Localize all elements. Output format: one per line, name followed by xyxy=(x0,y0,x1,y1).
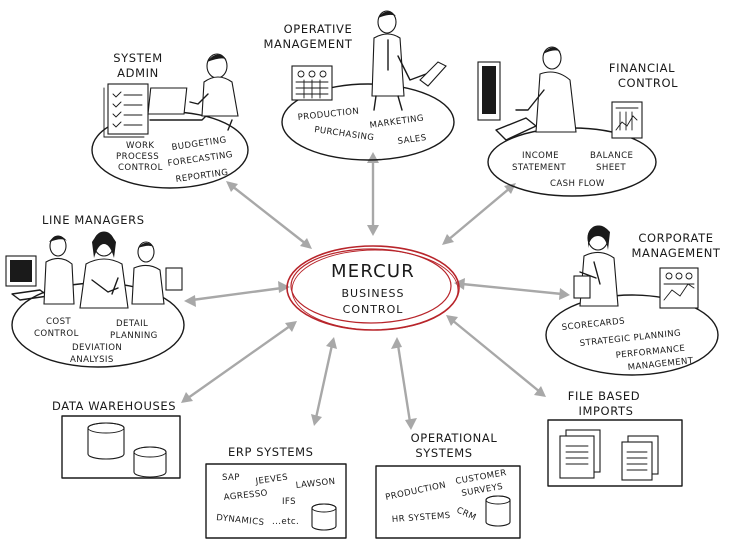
arrow-financial-control xyxy=(442,183,516,245)
line-managers-people-icon xyxy=(5,231,183,309)
line-managers-label-control: CONTROL xyxy=(34,329,79,339)
arrow-operative-management xyxy=(367,152,379,236)
node-operative-management: OPERATIVE MANAGEMENT PRODUCTION MARKETIN… xyxy=(263,10,455,161)
node-financial-control: FINANCIAL CONTROL INCOME STATEMENT BALAN… xyxy=(477,46,678,197)
operational-systems-title-line2: SYSTEMS xyxy=(415,446,472,460)
line-managers-label-analysis: ANALYSIS xyxy=(70,355,114,365)
monitor-icon xyxy=(477,61,537,141)
document-stack-icon xyxy=(559,429,601,479)
line-managers-label-cost: COST xyxy=(46,317,71,327)
erp-systems-box xyxy=(205,463,347,539)
center-ring-sketch xyxy=(291,249,459,331)
operational-systems-box xyxy=(375,465,521,539)
financial-control-label-balance: BALANCE xyxy=(590,151,633,161)
erp-systems-label-sap: SAP xyxy=(222,473,240,483)
corporate-management-label-scorecards: SCORECARDS xyxy=(561,316,625,333)
file-based-imports-title-line1: FILE BASED xyxy=(568,389,641,403)
operative-management-label-production: PRODUCTION xyxy=(297,107,360,123)
system-admin-label-process: PROCESS xyxy=(116,152,159,162)
node-line-managers: LINE MANAGERS COST CONTROL DETAIL PLANNI… xyxy=(5,213,185,368)
operational-systems-label-hr-systems: HR SYSTEMS xyxy=(392,511,451,525)
line-managers-label-detail: DETAIL xyxy=(116,319,148,329)
chart-document-icon xyxy=(611,101,643,139)
financial-control-label-statement: STATEMENT xyxy=(512,163,566,173)
center-line1: BUSINESS xyxy=(342,287,405,300)
database-icon xyxy=(87,422,125,460)
finance-person-icon xyxy=(515,46,577,133)
system-admin-label-budgeting: BUDGETING xyxy=(171,135,227,153)
operative-management-title-line2: MANAGEMENT xyxy=(263,37,352,51)
system-admin-label-work: WORK xyxy=(126,141,154,151)
center-title: MERCUR xyxy=(331,261,415,282)
operative-management-label-sales: SALES xyxy=(397,133,427,147)
data-warehouses-box xyxy=(61,415,181,479)
arrow-file-based-imports xyxy=(446,315,546,397)
system-admin-label-reporting: REPORTING xyxy=(175,168,229,185)
connector-arrows xyxy=(181,152,570,430)
financial-control-label-cash-flow: CASH FLOW xyxy=(550,179,605,189)
file-based-imports-box xyxy=(547,419,683,487)
financial-control-title-line2: CONTROL xyxy=(618,76,678,90)
arrow-operational-systems xyxy=(391,337,417,430)
corporate-person-icon xyxy=(573,225,619,307)
operative-management-title-line1: OPERATIVE xyxy=(284,22,353,36)
node-corporate-management: CORPORATE MANAGEMENT SCORECARDS STRATEGI… xyxy=(545,225,720,376)
arrow-line-managers xyxy=(184,281,290,307)
center-node: MERCUR BUSINESS CONTROL xyxy=(286,245,460,331)
system-admin-label-forecasting: FORECASTING xyxy=(167,150,233,169)
line-managers-label-planning: PLANNING xyxy=(110,331,158,341)
arrow-data-warehouses xyxy=(181,321,297,403)
operative-management-label-purchasing: PURCHASING xyxy=(314,125,375,143)
financial-control-label-sheet: SHEET xyxy=(596,163,626,173)
erp-systems-label-agresso: AGRESSO xyxy=(223,488,268,503)
center-line2: CONTROL xyxy=(343,303,404,316)
erp-systems-label-etc: ...etc. xyxy=(272,517,299,527)
node-system-admin: SYSTEM ADMIN WORK PROCESS CONTROL BUDGET… xyxy=(91,51,249,189)
node-file-based-imports: FILE BASED IMPORTS xyxy=(547,389,683,487)
erp-systems-label-lawson: LAWSON xyxy=(295,477,336,491)
data-warehouses-title: DATA WAREHOUSES xyxy=(52,399,176,413)
admin-person-icon xyxy=(147,53,239,131)
arrow-system-admin xyxy=(226,181,312,249)
erp-systems-label-jeeves: JEEVES xyxy=(254,473,289,488)
erp-systems-label-ifs: IFS xyxy=(282,497,296,507)
financial-control-label-income: INCOME xyxy=(522,151,559,161)
system-admin-title-line2: ADMIN xyxy=(117,66,159,80)
node-operational-systems: OPERATIONAL SYSTEMS PRODUCTION CUSTOMER … xyxy=(375,431,521,539)
arrow-erp-systems xyxy=(311,337,337,426)
operative-management-platform xyxy=(281,83,455,161)
file-based-imports-title-line2: IMPORTS xyxy=(579,404,634,418)
corporate-management-platform xyxy=(545,294,719,376)
erp-systems-title: ERP SYSTEMS xyxy=(228,445,314,459)
system-admin-title-line1: SYSTEM xyxy=(113,51,162,65)
operational-systems-label-production: PRODUCTION xyxy=(385,480,448,503)
line-managers-label-deviation: DEVIATION xyxy=(72,343,122,353)
financial-control-title-line1: FINANCIAL xyxy=(609,61,675,75)
calendar-icon xyxy=(291,65,333,101)
checklist-icon xyxy=(103,83,149,138)
operational-systems-label-crm: CRM xyxy=(455,506,478,524)
center-ring-inner xyxy=(290,248,452,324)
node-erp-systems: ERP SYSTEMS SAP JEEVES LAWSON AGRESSO IF… xyxy=(205,445,347,539)
scorecard-chart-icon xyxy=(659,267,699,309)
system-admin-label-control: CONTROL xyxy=(118,163,163,173)
node-data-warehouses: DATA WAREHOUSES xyxy=(52,399,181,479)
corporate-management-title-line2: MANAGEMENT xyxy=(631,246,720,260)
corporate-management-title-line1: CORPORATE xyxy=(638,231,713,245)
operative-management-label-marketing: MARKETING xyxy=(369,113,425,131)
database-icon-2 xyxy=(133,446,167,478)
database-icon xyxy=(311,503,337,531)
arrow-corporate-management xyxy=(454,278,570,300)
operative-manager-person-icon xyxy=(371,10,447,111)
erp-systems-label-dynamics: DYNAMICS xyxy=(216,513,265,528)
line-managers-title: LINE MANAGERS xyxy=(42,213,145,227)
operational-systems-title-line1: OPERATIONAL xyxy=(411,431,498,445)
database-icon xyxy=(485,495,511,527)
document-stack-icon-2 xyxy=(621,435,659,481)
